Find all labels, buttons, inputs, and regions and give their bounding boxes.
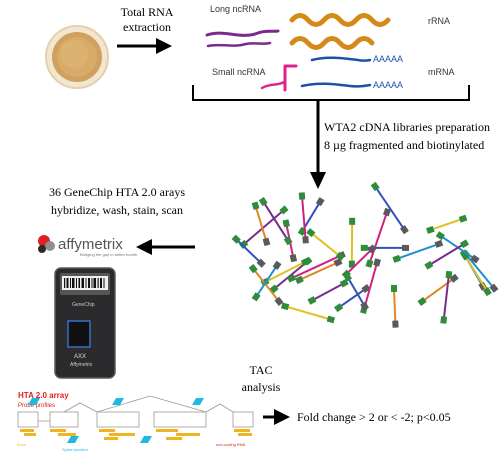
rna-extraction-label-line2: extraction (123, 20, 171, 34)
genechip-cartridge: GeneChip AXX Affymetrix (54, 267, 116, 379)
cdna-fragment (341, 244, 377, 279)
cdna-fragment (417, 273, 459, 307)
label-splice-junction: Splice junction (62, 447, 88, 452)
cdna-fragment (248, 264, 284, 306)
cdna-fragment (390, 284, 399, 328)
cdna-fragment (294, 258, 343, 285)
rrna-strand-2 (289, 36, 375, 50)
rrna-label: rRNA (428, 16, 450, 26)
exon-box-2 (49, 411, 79, 428)
cdna-fragment (334, 284, 371, 313)
chip-lot-text: AXX (74, 354, 86, 360)
probe-profiles-panel: HTA 2.0 array Probe profiles Exon Splice… (17, 391, 254, 452)
arrow-to-rna-types (117, 38, 172, 54)
rna-types-panel: Long ncRNA rRNA Small ncRNA AAAAA AAAAA … (205, 4, 455, 92)
exon-box-1 (17, 411, 39, 428)
cdna-fragment (424, 239, 470, 270)
chip-window (67, 320, 91, 348)
cdna-fragment (360, 244, 410, 251)
rrna-strand-1 (289, 13, 391, 27)
polya-tail-1: AAAAA (373, 54, 403, 64)
cdna-fragment (440, 270, 453, 324)
cdna-fragments-cluster (231, 181, 499, 328)
barcode (62, 276, 108, 290)
long-ncrna-strand-1 (205, 29, 280, 37)
polya-tail-2: AAAAA (373, 80, 403, 90)
hybridization-label-line1: 36 GeneChip HTA 2.0 arays (49, 185, 185, 199)
long-ncrna-strand-2 (206, 41, 272, 48)
cdna-fragment (392, 239, 444, 263)
small-ncrna-strand (260, 80, 286, 90)
cdna-fragment (251, 201, 271, 247)
exon-box-3 (96, 411, 140, 428)
exon-box-4 (153, 411, 207, 428)
cdna-fragment (280, 302, 336, 324)
mrna-label: mRNA (428, 67, 455, 77)
affymetrix-tagline: Bridging the gap to better health (80, 252, 137, 257)
tac-label-line2: analysis (242, 380, 281, 394)
affymetrix-logo: affymetrix Bridging the gap to better he… (38, 235, 137, 257)
genechip-brand-text: GeneChip (72, 302, 95, 308)
cdna-fragment (348, 217, 356, 268)
cdna-fragment (231, 234, 266, 268)
affymetrix-wordmark: affymetrix (58, 236, 123, 253)
label-exon: Exon (17, 442, 26, 447)
cdna-fragment (251, 260, 282, 302)
library-prep-label-line1: WTA2 cDNA libraries preparation (324, 120, 490, 134)
library-prep-label-line2: 8 µg fragmented and biotinylated (324, 138, 484, 152)
mrna-strand-2 (300, 82, 372, 88)
small-ncrna-hairpin (283, 64, 298, 92)
small-ncrna-label: Small ncRNA (212, 67, 266, 77)
rna-bracket (192, 85, 470, 101)
mrna-strand-1 (310, 56, 372, 62)
probe-panel-subtitle: Probe profiles (18, 403, 55, 409)
probe-panel-title: HTA 2.0 array (18, 391, 69, 400)
label-noncoding: non-coding RNA (216, 442, 246, 447)
cdna-fragment (258, 196, 293, 246)
hybridization-label-line2: hybridize, wash, stain, scan (51, 203, 183, 217)
cdna-fragment (370, 181, 409, 235)
chip-affymetrix-text: Affymetrix (70, 362, 93, 368)
cdna-fragment (307, 278, 349, 305)
cdna-fragment (298, 192, 309, 244)
cdna-fragment (365, 207, 391, 268)
exon-box-5 (232, 411, 254, 428)
cell-icon (45, 25, 109, 89)
long-ncrna-label: Long ncRNA (210, 4, 261, 14)
cdna-fragment (306, 228, 345, 261)
arrow-to-result (263, 409, 290, 425)
result-criteria: Fold change > 2 or < -2; p<0.05 (297, 410, 451, 424)
cdna-fragment (260, 257, 310, 287)
cdna-fragment (426, 214, 468, 234)
tac-label-line1: TAC (249, 363, 272, 377)
rna-extraction-label-line1: Total RNA (121, 5, 174, 19)
arrow-to-affymetrix (136, 239, 195, 255)
arrow-to-library-prep (310, 100, 326, 189)
